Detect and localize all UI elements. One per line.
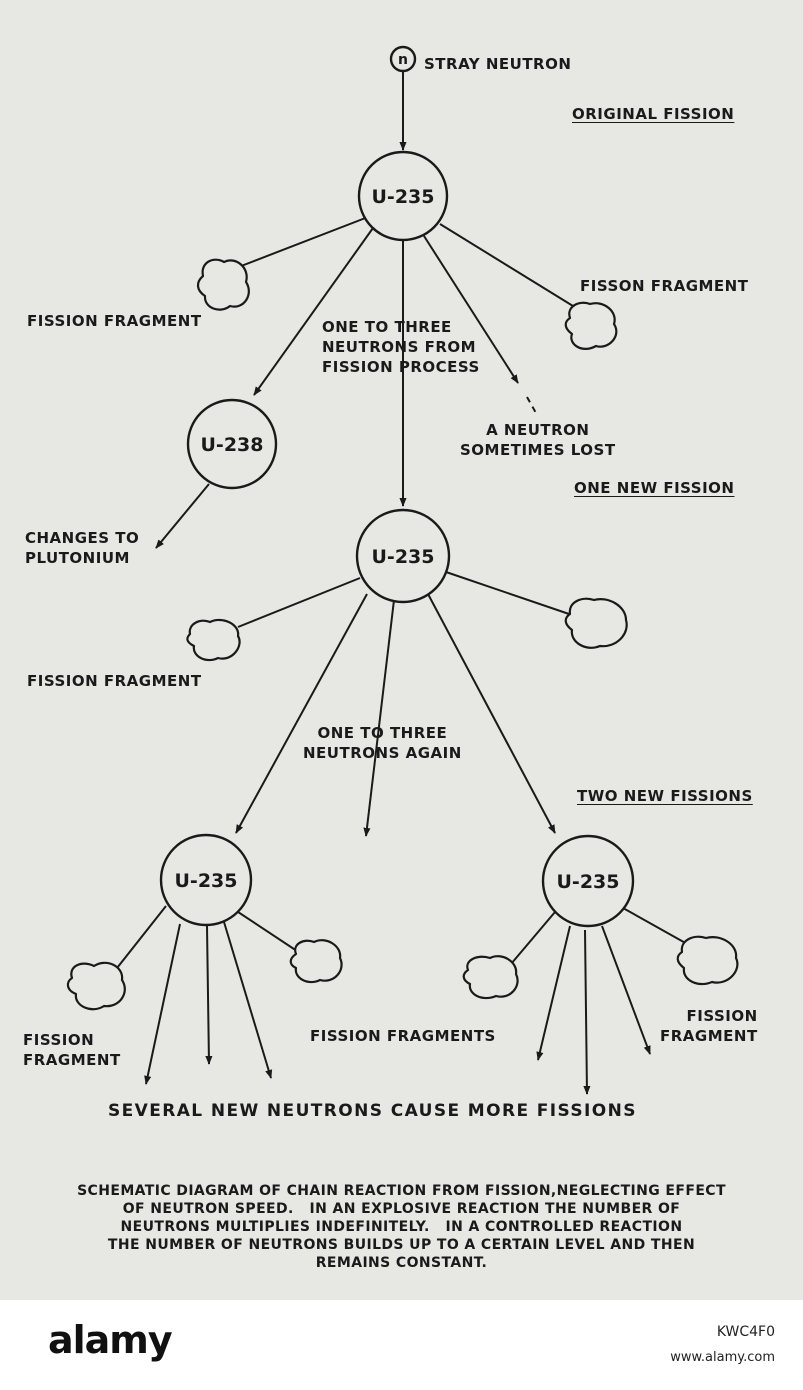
arrow-n3-middle-neutron <box>363 599 395 837</box>
line-n1-to-fragment-left <box>235 216 369 269</box>
label-fisson-fragment-top-right: FISSON FRAGMENT <box>580 277 749 295</box>
label-fission-fragment-bottom-right: FISSION FRAGMENT <box>660 1007 758 1045</box>
image-id: KWC4F0 <box>716 1324 775 1340</box>
diagram-scan: n U-235 U-238 U-235 U-235 U-235 STRAY NE… <box>0 0 803 1300</box>
node-label-u235-right: U-235 <box>557 871 620 893</box>
label-fission-fragments: FISSION FRAGMENTS <box>310 1027 496 1045</box>
label-one-to-three-again: ONE TO THREE NEUTRONS AGAIN <box>303 724 462 762</box>
nucleus-u235-left <box>159 833 253 927</box>
fission-fragment-blob <box>186 618 241 662</box>
label-two-new-fissions: TWO NEW FISSIONS <box>577 787 753 805</box>
label-one-new-fission: ONE NEW FISSION <box>574 479 735 497</box>
arrow-n3-to-u235-right <box>427 593 556 834</box>
stray-neutron-symbol: n <box>398 52 408 68</box>
fission-fragment-blob <box>196 258 250 311</box>
arrow-n4-neutron-3 <box>223 921 273 1079</box>
fission-fragment-blob <box>564 301 618 350</box>
line-n4-to-fragment-small <box>231 907 304 956</box>
label-fission-fragment-top-left: FISSION FRAGMENT <box>27 312 202 330</box>
arrow-n3-to-u235-left <box>235 593 368 834</box>
label-fission-fragment-bottom-left: FISSION FRAGMENT <box>23 1031 121 1069</box>
label-several-new-neutrons: SEVERAL NEW NEUTRONS CAUSE MORE FISSIONS <box>108 1101 637 1121</box>
node-label-u235-second: U-235 <box>372 546 435 568</box>
arrow-u238-to-plutonium <box>155 483 210 549</box>
fission-fragment-blob <box>289 939 343 984</box>
line-n5-to-fragment-right <box>622 907 690 946</box>
line-n3-to-fragment-right <box>445 571 573 616</box>
label-fission-fragment-mid: FISSION FRAGMENT <box>27 672 202 690</box>
line-n5-to-fragment-left <box>510 911 556 965</box>
arrow-n4-neutron-2 <box>205 925 213 1065</box>
nucleus-u238 <box>186 398 278 490</box>
label-neutron-lost: A NEUTRON SOMETIMES LOST <box>460 421 616 459</box>
nucleus-u235-second <box>355 508 451 604</box>
line-n1-to-fragment-right <box>439 223 574 307</box>
line-n3-to-fragment-left <box>237 577 361 628</box>
line-n4-to-fragment <box>116 905 167 969</box>
watermark-footer <box>0 1300 803 1390</box>
arrow-n5-neutron-2 <box>583 929 591 1095</box>
node-label-u235-original: U-235 <box>372 186 435 208</box>
chain-reaction-diagram: n U-235 U-238 U-235 U-235 U-235 <box>66 45 739 1095</box>
label-stray-neutron: STRAY NEUTRON <box>424 55 572 73</box>
fission-fragment-blob <box>462 955 519 1000</box>
label-one-to-three: ONE TO THREE NEUTRONS FROM FISSION PROCE… <box>322 318 480 376</box>
arrow-n1-lost-neutron <box>423 235 519 384</box>
dash-lost-neutron <box>526 396 537 414</box>
diagram-caption: SCHEMATIC DIAGRAM OF CHAIN REACTION FROM… <box>77 1183 726 1271</box>
nucleus-u235-original <box>357 150 449 242</box>
arrow-n4-neutron-1 <box>144 923 181 1085</box>
nucleus-u235-right <box>541 834 635 928</box>
node-label-u238: U-238 <box>201 434 264 456</box>
fission-fragment-blob <box>564 597 628 649</box>
fission-fragment-blob <box>66 961 126 1011</box>
label-original-fission: ORIGINAL FISSION <box>572 105 735 123</box>
stray-neutron-circle <box>389 45 417 73</box>
brand-logo: alamy <box>48 1318 173 1362</box>
arrow-n5-neutron-3 <box>601 925 651 1055</box>
site-url: www.alamy.com <box>670 1350 775 1365</box>
arrow-n1-to-u238 <box>253 227 374 396</box>
node-label-u235-left: U-235 <box>175 870 238 892</box>
arrow-n5-neutron-1 <box>536 925 571 1061</box>
fission-fragment-blob <box>676 935 739 986</box>
label-changes-to-plutonium: CHANGES TO PLUTONIUM <box>25 529 140 567</box>
